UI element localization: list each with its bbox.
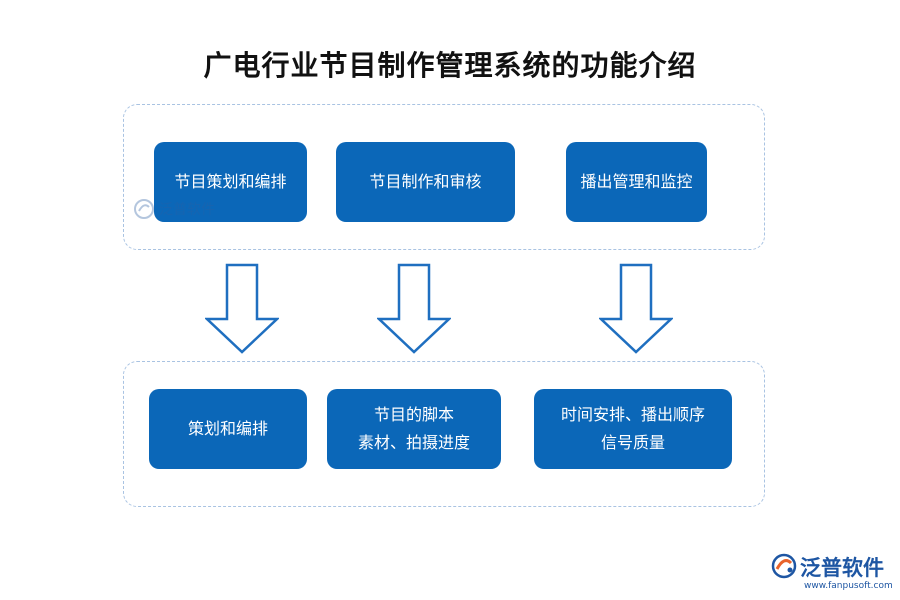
box-time-signal: 时间安排、播出顺序 信号质量: [534, 389, 732, 469]
bottom-panel: [123, 361, 765, 507]
box-label: 节目策划和编排: [174, 172, 287, 191]
fanpu-logo-icon: [771, 553, 797, 579]
box-label: 播出管理和监控: [580, 172, 693, 191]
box-label: 节目制作和审核: [369, 172, 482, 191]
logo-url: www.fanpusoft.com: [804, 581, 893, 591]
box-planning-scheduling: 策划和编排: [149, 389, 307, 469]
diagram-title: 广电行业节目制作管理系统的功能介绍: [203, 49, 697, 82]
top-panel: [123, 104, 765, 250]
down-arrow-icon: [377, 263, 451, 354]
box-line: 节目的脚本: [373, 405, 454, 424]
down-arrow-icon: [205, 263, 279, 354]
box-broadcast-management: 播出管理和监控: [566, 142, 707, 222]
box-line: 信号质量: [600, 433, 665, 452]
logo-name: 泛普软件: [800, 556, 884, 580]
box-script-materials: 节目的脚本 素材、拍摄进度: [327, 389, 501, 469]
down-arrow-icon: [599, 263, 673, 354]
watermark-logo-icon: [134, 199, 154, 219]
box-line: 策划和编排: [187, 419, 268, 438]
box-line: 时间安排、播出顺序: [560, 405, 705, 424]
box-line: 素材、拍摄进度: [357, 433, 470, 452]
fanpu-logo: 泛普软件 www.fanpusoft.com: [770, 552, 895, 596]
box-program-planning: 节目策划和编排: [154, 142, 307, 222]
watermark-text: 泛普软件: [159, 202, 215, 218]
watermark: 泛普软件: [133, 198, 215, 220]
box-program-production: 节目制作和审核: [336, 142, 515, 222]
